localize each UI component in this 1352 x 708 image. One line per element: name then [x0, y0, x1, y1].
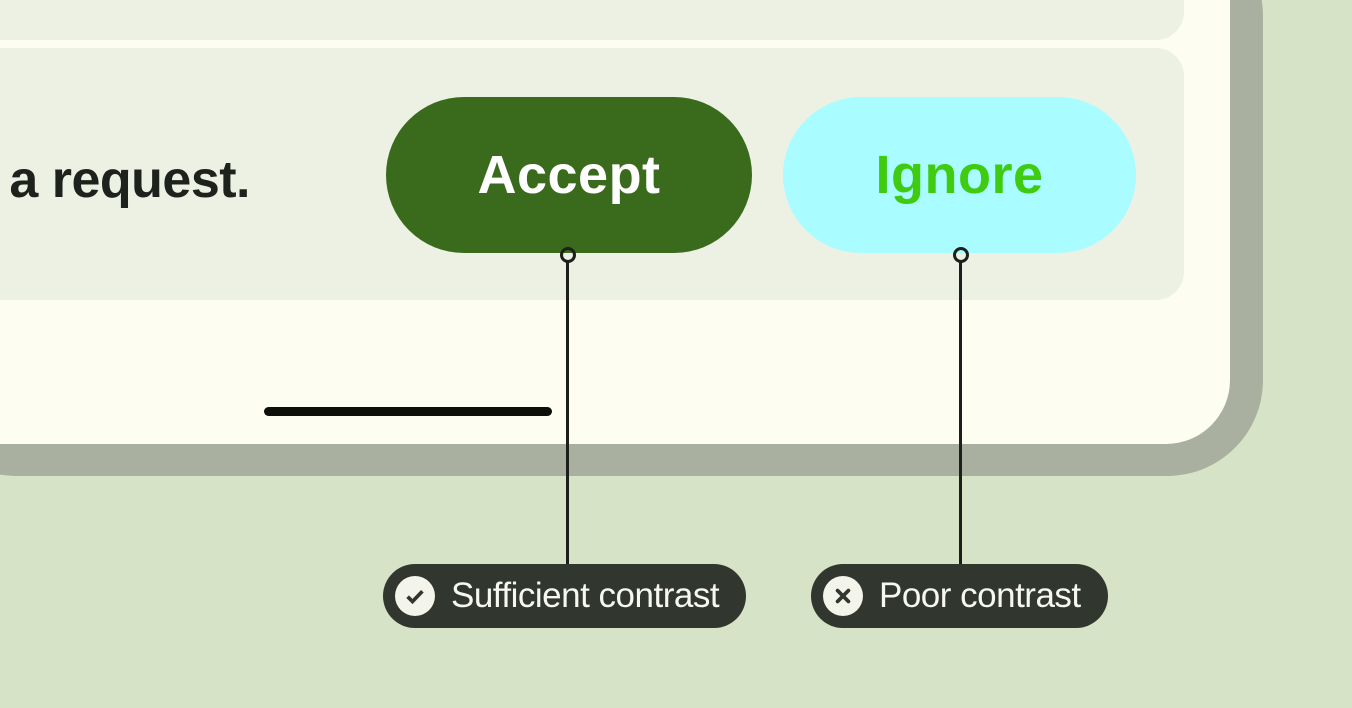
check-icon — [395, 576, 435, 616]
accept-button-label: Accept — [477, 145, 661, 205]
leader-line-ignore — [959, 262, 962, 565]
callout-poor-label: Poor contrast — [879, 576, 1081, 615]
connector-dot-accept — [560, 247, 576, 263]
list-row-top — [0, 0, 1184, 40]
accept-button[interactable]: Accept — [386, 97, 752, 253]
callout-poor-contrast: Poor contrast — [811, 564, 1108, 628]
connector-dot-ignore — [953, 247, 969, 263]
text-underline-bar — [264, 407, 552, 416]
ignore-button-label: Ignore — [875, 145, 1044, 205]
request-message-text: a request. — [9, 151, 250, 209]
x-icon — [823, 576, 863, 616]
ignore-button[interactable]: Ignore — [783, 97, 1136, 253]
callout-sufficient-contrast: Sufficient contrast — [383, 564, 747, 628]
leader-line-accept — [566, 262, 569, 565]
callout-sufficient-label: Sufficient contrast — [451, 576, 720, 615]
